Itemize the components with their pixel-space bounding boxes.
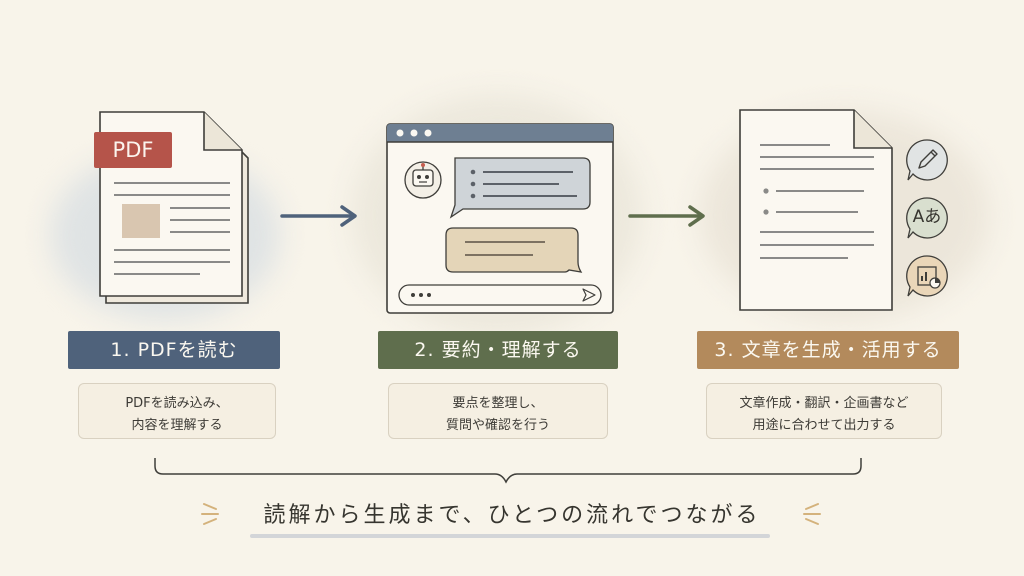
step1-pdf-document-icon: PDF (90, 108, 260, 313)
step2-label: 2. 要約・理解する (378, 331, 618, 369)
sparkle-left-icon (198, 500, 228, 532)
step2-description: 要点を整理し、 質問や確認を行う (388, 383, 608, 439)
step3-generated-document-icon (736, 106, 896, 316)
step3-desc-line1: 文章作成・翻訳・企画書など (739, 396, 909, 411)
headline-underline (250, 534, 770, 538)
headline: 読解から生成まで、ひとつの流れでつながる (263, 503, 761, 528)
step1-label: 1. PDFを読む (68, 331, 280, 369)
step3-label: 3. 文章を生成・活用する (697, 331, 959, 369)
step1-description: PDFを読み込み、 内容を理解する (78, 383, 276, 439)
pdf-badge-text: PDF (112, 138, 154, 162)
step3-desc-line2: 用途に合わせて出力する (752, 418, 896, 433)
arrow-right-1 (280, 204, 360, 232)
chart-report-icon (905, 254, 949, 298)
step2-chat-window-icon (385, 122, 615, 317)
pencil-icon (905, 138, 949, 182)
sparkle-right-icon (794, 500, 824, 532)
step2-desc-line2: 質問や確認を行う (445, 418, 550, 433)
bracket (150, 456, 866, 490)
translate-icon-text: Aあ (912, 207, 942, 227)
translate-icon: Aあ (905, 196, 949, 240)
step1-desc-line2: 内容を理解する (131, 418, 223, 433)
step2-desc-line1: 要点を整理し、 (452, 396, 544, 411)
step1-desc-line1: PDFを読み込み、 (125, 396, 229, 411)
arrow-right-2 (628, 204, 708, 232)
step3-description: 文章作成・翻訳・企画書など 用途に合わせて出力する (706, 383, 942, 439)
